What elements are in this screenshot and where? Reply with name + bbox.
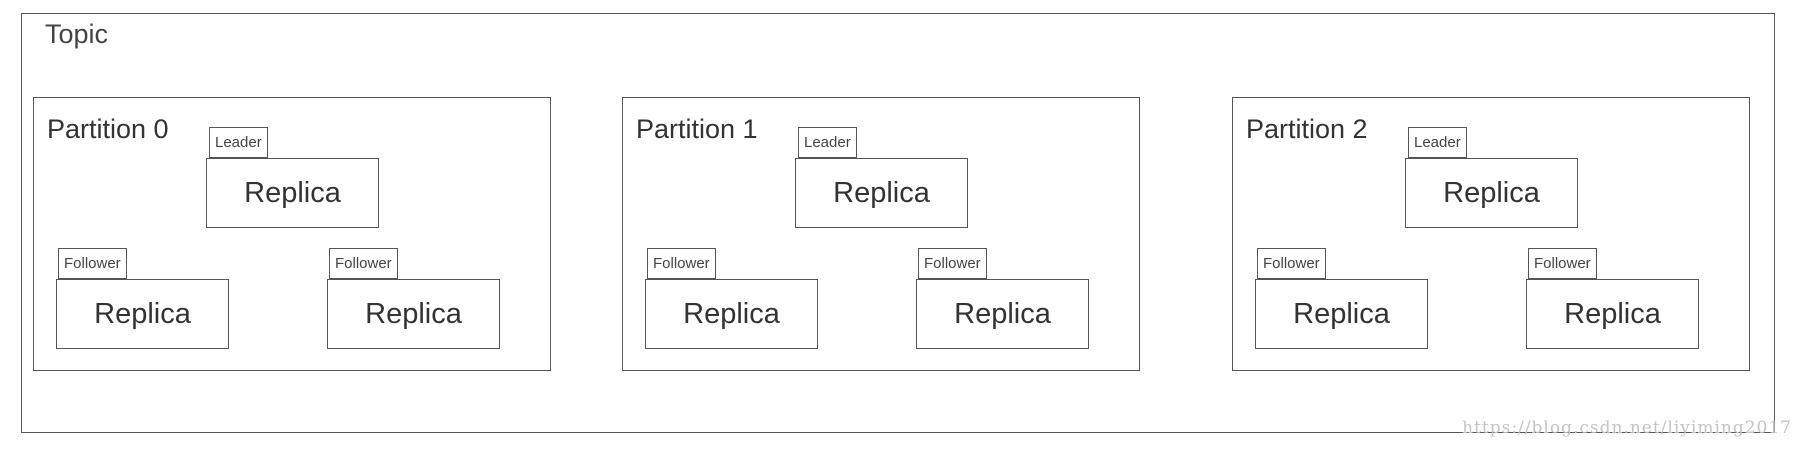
follower-replica: Replica bbox=[916, 279, 1089, 349]
follower-tag: Follower bbox=[647, 248, 716, 279]
topic-box: Topic Partition 0 Leader Replica Followe… bbox=[21, 13, 1775, 433]
leader-replica: Replica bbox=[1405, 158, 1578, 228]
follower-replica: Replica bbox=[56, 279, 229, 349]
follower-tag: Follower bbox=[1257, 248, 1326, 279]
partition-0-box: Partition 0 Leader Replica Follower Repl… bbox=[33, 97, 551, 371]
follower-tag: Follower bbox=[1528, 248, 1597, 279]
follower-replica: Replica bbox=[1526, 279, 1699, 349]
partition-title: Partition 2 bbox=[1246, 114, 1368, 144]
leader-replica: Replica bbox=[795, 158, 968, 228]
watermark: https://blog.csdn.net/liyiming2017 bbox=[1462, 418, 1792, 438]
leader-tag: Leader bbox=[1408, 127, 1467, 158]
topic-title: Topic bbox=[45, 19, 109, 49]
follower-tag: Follower bbox=[329, 248, 398, 279]
follower-tag: Follower bbox=[58, 248, 127, 279]
follower-replica: Replica bbox=[1255, 279, 1428, 349]
leader-tag: Leader bbox=[209, 127, 268, 158]
partition-title: Partition 1 bbox=[636, 114, 758, 144]
follower-replica: Replica bbox=[645, 279, 818, 349]
leader-tag: Leader bbox=[798, 127, 857, 158]
leader-replica: Replica bbox=[206, 158, 379, 228]
partition-1-box: Partition 1 Leader Replica Follower Repl… bbox=[622, 97, 1140, 371]
follower-tag: Follower bbox=[918, 248, 987, 279]
partition-title: Partition 0 bbox=[47, 114, 169, 144]
follower-replica: Replica bbox=[327, 279, 500, 349]
partition-2-box: Partition 2 Leader Replica Follower Repl… bbox=[1232, 97, 1750, 371]
